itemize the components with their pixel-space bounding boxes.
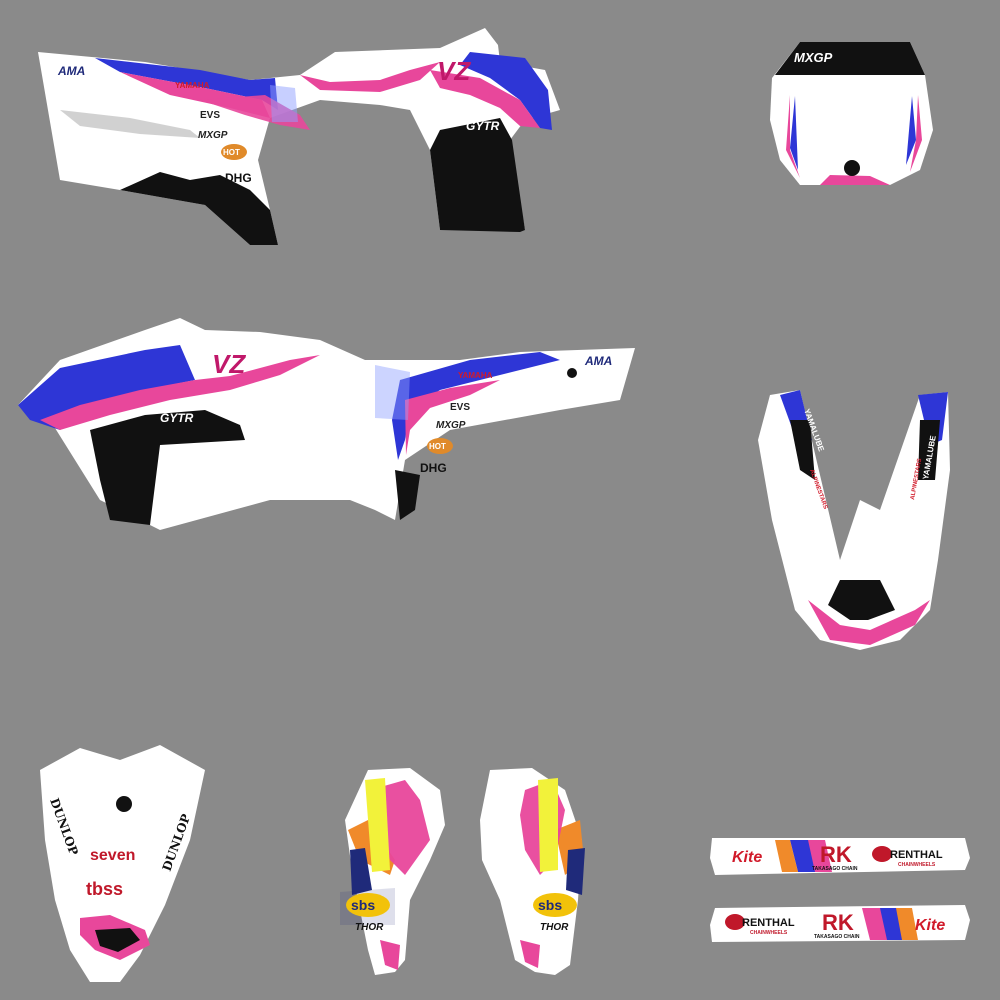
side-panel-right-sbs-logo: sbs bbox=[538, 897, 562, 913]
shroud-right-gytr-logo: GYTR bbox=[160, 411, 194, 425]
number-plate-decal: MXGP bbox=[770, 42, 933, 185]
shroud-left-dhg-logo: DHG bbox=[225, 171, 252, 185]
shroud-left-gytr-logo: GYTR bbox=[466, 119, 500, 133]
shroud-left-ama-logo: AMA bbox=[57, 64, 85, 78]
shroud-right-evs-logo: EVS bbox=[450, 402, 470, 413]
shroud-right-mount-hole bbox=[567, 368, 577, 378]
swingarm-decal-top: Kite RK TAKASAGO CHAIN RENTHAL CHAINWHEE… bbox=[710, 838, 970, 875]
number-plate-mxgp-logo: MXGP bbox=[794, 50, 833, 65]
side-panel-right-sbs-badge bbox=[533, 893, 577, 917]
shroud-left-wordmark-logo: YAMAHA bbox=[175, 81, 210, 90]
shroud-right-mxgp-logo: MXGP bbox=[436, 420, 466, 431]
side-panel-left-decal: sbs THOR bbox=[340, 768, 445, 975]
shroud-right-dhg-logo: DHG bbox=[420, 461, 447, 475]
rear-fender-brand-tbss: tbss bbox=[86, 879, 123, 899]
swingarm-top-rk-logo: RK bbox=[820, 842, 852, 867]
shroud-left-evs-logo: EVS bbox=[200, 110, 220, 121]
rear-fender-brand-seven: seven bbox=[90, 847, 135, 864]
shroud-right-ama-logo: AMA bbox=[584, 354, 612, 368]
shroud-left-vz-logo: VZ bbox=[437, 56, 471, 86]
swingarm-top-rk-sub: TAKASAGO CHAIN bbox=[812, 866, 858, 872]
shroud-right-wordmark-logo: YAMAHA bbox=[458, 371, 493, 380]
swingarm-top-renthal-logo: RENTHAL bbox=[890, 849, 943, 861]
shroud-right-hot-logo: HOT bbox=[429, 442, 446, 451]
side-panel-left-sbs-logo: sbs bbox=[351, 897, 375, 913]
swingarm-top-kite-logo: Kite bbox=[732, 849, 762, 866]
swingarm-bottom-renthal-logo: RENTHAL bbox=[742, 917, 795, 929]
side-panel-left-sbs-badge bbox=[346, 893, 390, 917]
swingarm-bottom-kite-logo: Kite bbox=[915, 917, 945, 934]
swingarm-top-renthal-badge bbox=[872, 846, 892, 862]
swingarm-decal-bottom: RENTHAL CHAINWHEELS RK TAKASAGO CHAIN Ki… bbox=[710, 905, 970, 942]
swingarm-bottom-rk-logo: RK bbox=[822, 910, 854, 935]
side-panel-right-decal: sbs THOR bbox=[480, 768, 585, 975]
shroud-left-hot-badge bbox=[221, 144, 247, 160]
side-panel-left-thor-logo: THOR bbox=[355, 922, 384, 933]
side-panel-right-thor-logo: THOR bbox=[540, 922, 569, 933]
rear-fender-mount-hole bbox=[116, 796, 132, 812]
swingarm-bottom-renthal-badge bbox=[725, 914, 745, 930]
front-fender-decal: YAMALUBE YAMALUBE ALPINESTARS ALPINESTAR… bbox=[758, 390, 950, 650]
shroud-right-vz-logo: VZ bbox=[212, 349, 246, 379]
shroud-right-hot-badge bbox=[427, 438, 453, 454]
swingarm-bottom-rk-sub: TAKASAGO CHAIN bbox=[814, 934, 860, 940]
shroud-left-hot-logo: HOT bbox=[223, 148, 240, 157]
swingarm-bottom-renthal-sub: CHAINWHEELS bbox=[750, 930, 788, 936]
shroud-left-decal: AMA YAMAHA VZ EVS MXGP HOT DHG GYTR bbox=[38, 28, 560, 245]
shroud-right-decal: VZ AMA YAMAHA GYTR EVS MXGP HOT DHG bbox=[18, 318, 635, 530]
shroud-left-mxgp-logo: MXGP bbox=[198, 130, 228, 141]
number-plate-mount-hole bbox=[844, 160, 860, 176]
swingarm-top-renthal-sub: CHAINWHEELS bbox=[898, 862, 936, 868]
